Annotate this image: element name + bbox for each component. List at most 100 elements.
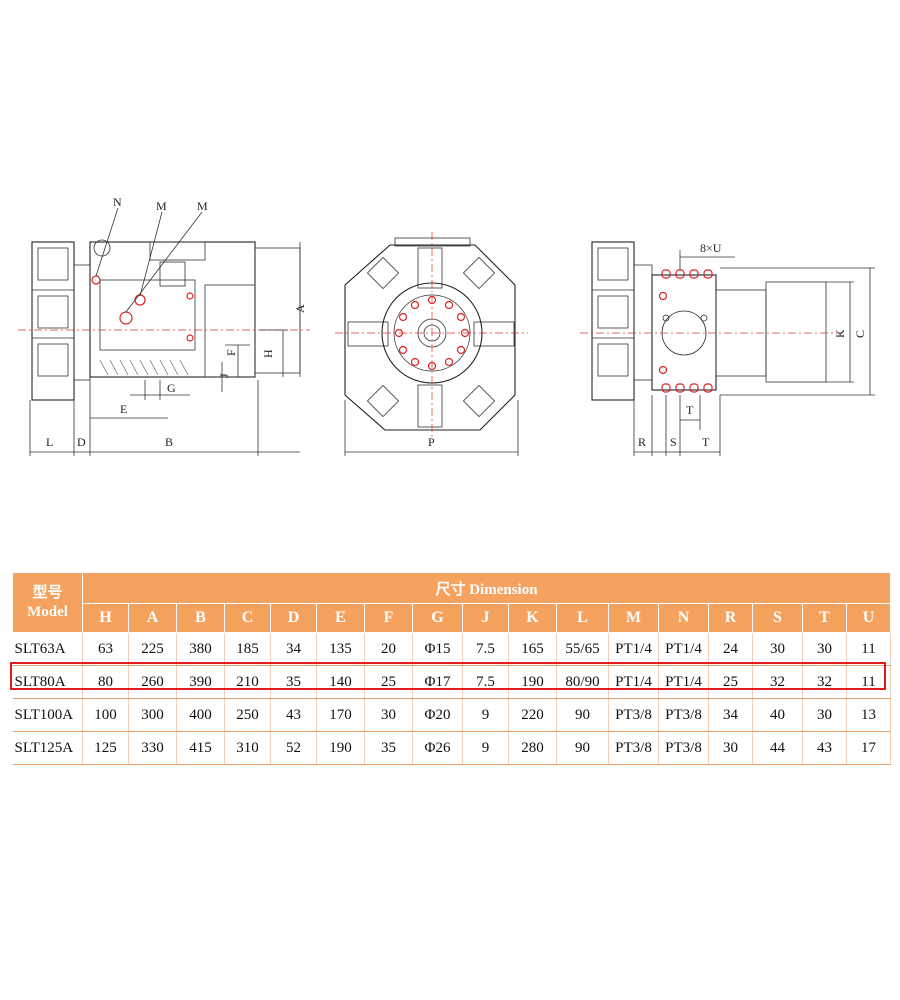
cell-A: 330 (128, 731, 177, 765)
cell-T: 43 (802, 731, 847, 765)
cell-S: 30 (752, 632, 803, 666)
cell-E: 170 (316, 698, 365, 732)
cell-D: 35 (270, 665, 317, 699)
column-header-N: N (658, 603, 709, 633)
cell-S: 40 (752, 698, 803, 732)
technical-drawings: N M M A H F J G E L D B (18, 195, 875, 456)
cell-D: 34 (270, 632, 317, 666)
cell-N: PT3/8 (658, 731, 709, 765)
cell-L: 90 (556, 731, 609, 765)
column-header-F: F (364, 603, 413, 633)
column-header-A: A (128, 603, 177, 633)
cell-F: 25 (364, 665, 413, 699)
cell-L: 90 (556, 698, 609, 732)
cell-B: 390 (176, 665, 225, 699)
cell-H: 125 (82, 731, 129, 765)
label-T-lower: T (702, 435, 710, 449)
cell-J: 7.5 (462, 632, 509, 666)
column-header-S: S (752, 603, 803, 633)
cell-T: 32 (802, 665, 847, 699)
column-header-J: J (462, 603, 509, 633)
cell-F: 35 (364, 731, 413, 765)
label-J: J (217, 373, 231, 378)
cell-R: 25 (708, 665, 753, 699)
label-G: G (167, 381, 176, 395)
cell-M: PT1/4 (608, 665, 659, 699)
cell-H: 63 (82, 632, 129, 666)
label-M1: M (156, 199, 167, 213)
cell-A: 300 (128, 698, 177, 732)
cell-F: 20 (364, 632, 413, 666)
model-cell: SLT125A (12, 731, 83, 765)
cell-M: PT1/4 (608, 632, 659, 666)
column-header-H: H (82, 603, 129, 633)
label-L: L (46, 435, 53, 449)
cell-M: PT3/8 (608, 698, 659, 732)
cell-E: 190 (316, 731, 365, 765)
cell-S: 32 (752, 665, 803, 699)
column-header-R: R (708, 603, 753, 633)
cell-N: PT3/8 (658, 698, 709, 732)
cell-T: 30 (802, 698, 847, 732)
label-D: D (77, 435, 86, 449)
model-cell: SLT80A (12, 665, 83, 699)
column-header-C: C (224, 603, 271, 633)
label-P: P (428, 435, 435, 449)
cell-C: 250 (224, 698, 271, 732)
label-N: N (113, 195, 122, 209)
cell-U: 13 (846, 698, 892, 732)
cell-H: 80 (82, 665, 129, 699)
column-header-L: L (556, 603, 609, 633)
column-header-M: M (608, 603, 659, 633)
label-H: H (261, 349, 275, 358)
column-header-E: E (316, 603, 365, 633)
column-header-T: T (802, 603, 847, 633)
cell-A: 225 (128, 632, 177, 666)
cell-R: 34 (708, 698, 753, 732)
cell-G: Φ15 (412, 632, 463, 666)
side-view-drawing: N M M A H F J G E L D B (18, 195, 310, 456)
cell-G: Φ26 (412, 731, 463, 765)
cell-N: PT1/4 (658, 632, 709, 666)
cell-F: 30 (364, 698, 413, 732)
cell-T: 30 (802, 632, 847, 666)
label-B: B (165, 435, 173, 449)
label-A: A (293, 304, 307, 313)
label-S: S (670, 435, 677, 449)
cell-L: 55/65 (556, 632, 609, 666)
cell-S: 44 (752, 731, 803, 765)
cell-U: 11 (846, 632, 892, 666)
cell-G: Φ20 (412, 698, 463, 732)
label-K: K (833, 329, 847, 338)
cell-B: 415 (176, 731, 225, 765)
column-header-U: U (845, 603, 892, 633)
label-R: R (638, 435, 646, 449)
front-view-drawing: P (335, 232, 528, 456)
cell-E: 140 (316, 665, 365, 699)
cell-J: 9 (462, 698, 509, 732)
label-E: E (120, 402, 127, 416)
label-F: F (224, 349, 238, 356)
cell-L: 80/90 (556, 665, 609, 699)
cell-B: 380 (176, 632, 225, 666)
cell-H: 100 (82, 698, 129, 732)
cell-D: 52 (270, 731, 317, 765)
column-header-G: G (412, 603, 463, 633)
cell-E: 135 (316, 632, 365, 666)
label-8xU: 8×U (700, 241, 722, 255)
cell-K: 220 (508, 698, 557, 732)
rear-view-drawing: 8×U K C T R S T (580, 241, 875, 456)
cell-J: 9 (462, 731, 509, 765)
cell-R: 30 (708, 731, 753, 765)
label-T-upper: T (686, 403, 694, 417)
label-C: C (853, 330, 867, 338)
column-header-B: B (176, 603, 225, 633)
cell-K: 165 (508, 632, 557, 666)
